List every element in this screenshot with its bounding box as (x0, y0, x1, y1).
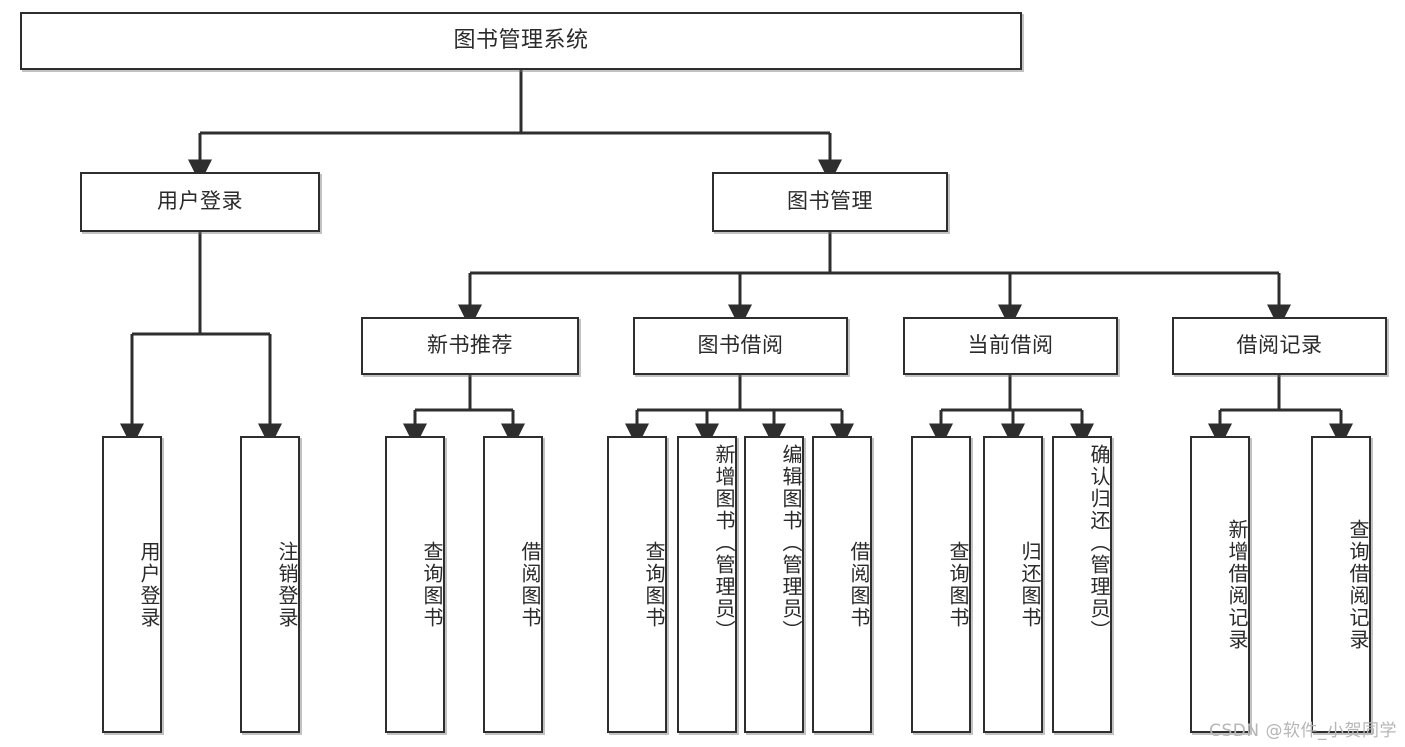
node-leaf-query-book-3[interactable]: 查询图书 (911, 436, 971, 733)
node-leaf-confirm-return[interactable]: 确认归还（管理员） (1052, 436, 1112, 733)
node-leaf-user-login-label: 用户登录 (137, 540, 161, 629)
node-leaf-borrow-book-2-label: 借阅图书 (847, 540, 871, 629)
node-root[interactable]: 图书管理系统 (20, 12, 1022, 70)
node-leaf-logout[interactable]: 注销登录 (240, 436, 300, 733)
node-leaf-query-record-label: 查询借阅记录 (1346, 518, 1370, 651)
node-leaf-logout-label: 注销登录 (275, 540, 299, 629)
node-user-login[interactable]: 用户登录 (80, 172, 320, 232)
node-book-manage[interactable]: 图书管理 (712, 172, 948, 232)
node-leaf-query-record[interactable]: 查询借阅记录 (1311, 436, 1371, 733)
node-leaf-add-book-label: 新增图书（管理员） (712, 444, 736, 642)
node-leaf-return-book[interactable]: 归还图书 (983, 436, 1043, 733)
node-leaf-confirm-return-label: 确认归还（管理员） (1087, 444, 1111, 642)
node-borrow-record[interactable]: 借阅记录 (1172, 317, 1387, 375)
node-leaf-borrow-book-2[interactable]: 借阅图书 (812, 436, 872, 733)
node-book-manage-label: 图书管理 (787, 189, 873, 214)
node-leaf-edit-book-label: 编辑图书（管理员） (779, 444, 803, 642)
node-leaf-query-book-1[interactable]: 查询图书 (385, 436, 445, 733)
node-book-borrow-label: 图书借阅 (697, 333, 784, 358)
node-leaf-query-book-2[interactable]: 查询图书 (607, 436, 667, 733)
node-leaf-user-login[interactable]: 用户登录 (102, 436, 162, 733)
node-leaf-return-book-label: 归还图书 (1018, 540, 1042, 629)
csdn-watermark: CSDN @软件_小贺同学 (1209, 721, 1397, 741)
node-leaf-add-book[interactable]: 新增图书（管理员） (677, 436, 737, 733)
node-leaf-borrow-book-1[interactable]: 借阅图书 (483, 436, 543, 733)
node-leaf-query-book-1-label: 查询图书 (420, 540, 444, 629)
node-user-login-label: 用户登录 (157, 189, 243, 214)
node-current-borrow[interactable]: 当前借阅 (903, 317, 1118, 375)
node-new-book-rec[interactable]: 新书推荐 (361, 317, 579, 375)
node-borrow-record-label: 借阅记录 (1236, 333, 1323, 358)
node-book-borrow[interactable]: 图书借阅 (633, 317, 848, 375)
node-leaf-query-book-3-label: 查询图书 (946, 540, 970, 629)
node-root-label: 图书管理系统 (453, 27, 589, 53)
node-current-borrow-label: 当前借阅 (967, 333, 1054, 358)
node-new-book-rec-label: 新书推荐 (427, 333, 513, 358)
node-leaf-edit-book[interactable]: 编辑图书（管理员） (744, 436, 804, 733)
node-leaf-add-record[interactable]: 新增借阅记录 (1190, 436, 1250, 733)
node-leaf-query-book-2-label: 查询图书 (642, 540, 666, 629)
node-leaf-borrow-book-1-label: 借阅图书 (518, 540, 542, 629)
node-leaf-add-record-label: 新增借阅记录 (1225, 518, 1249, 651)
